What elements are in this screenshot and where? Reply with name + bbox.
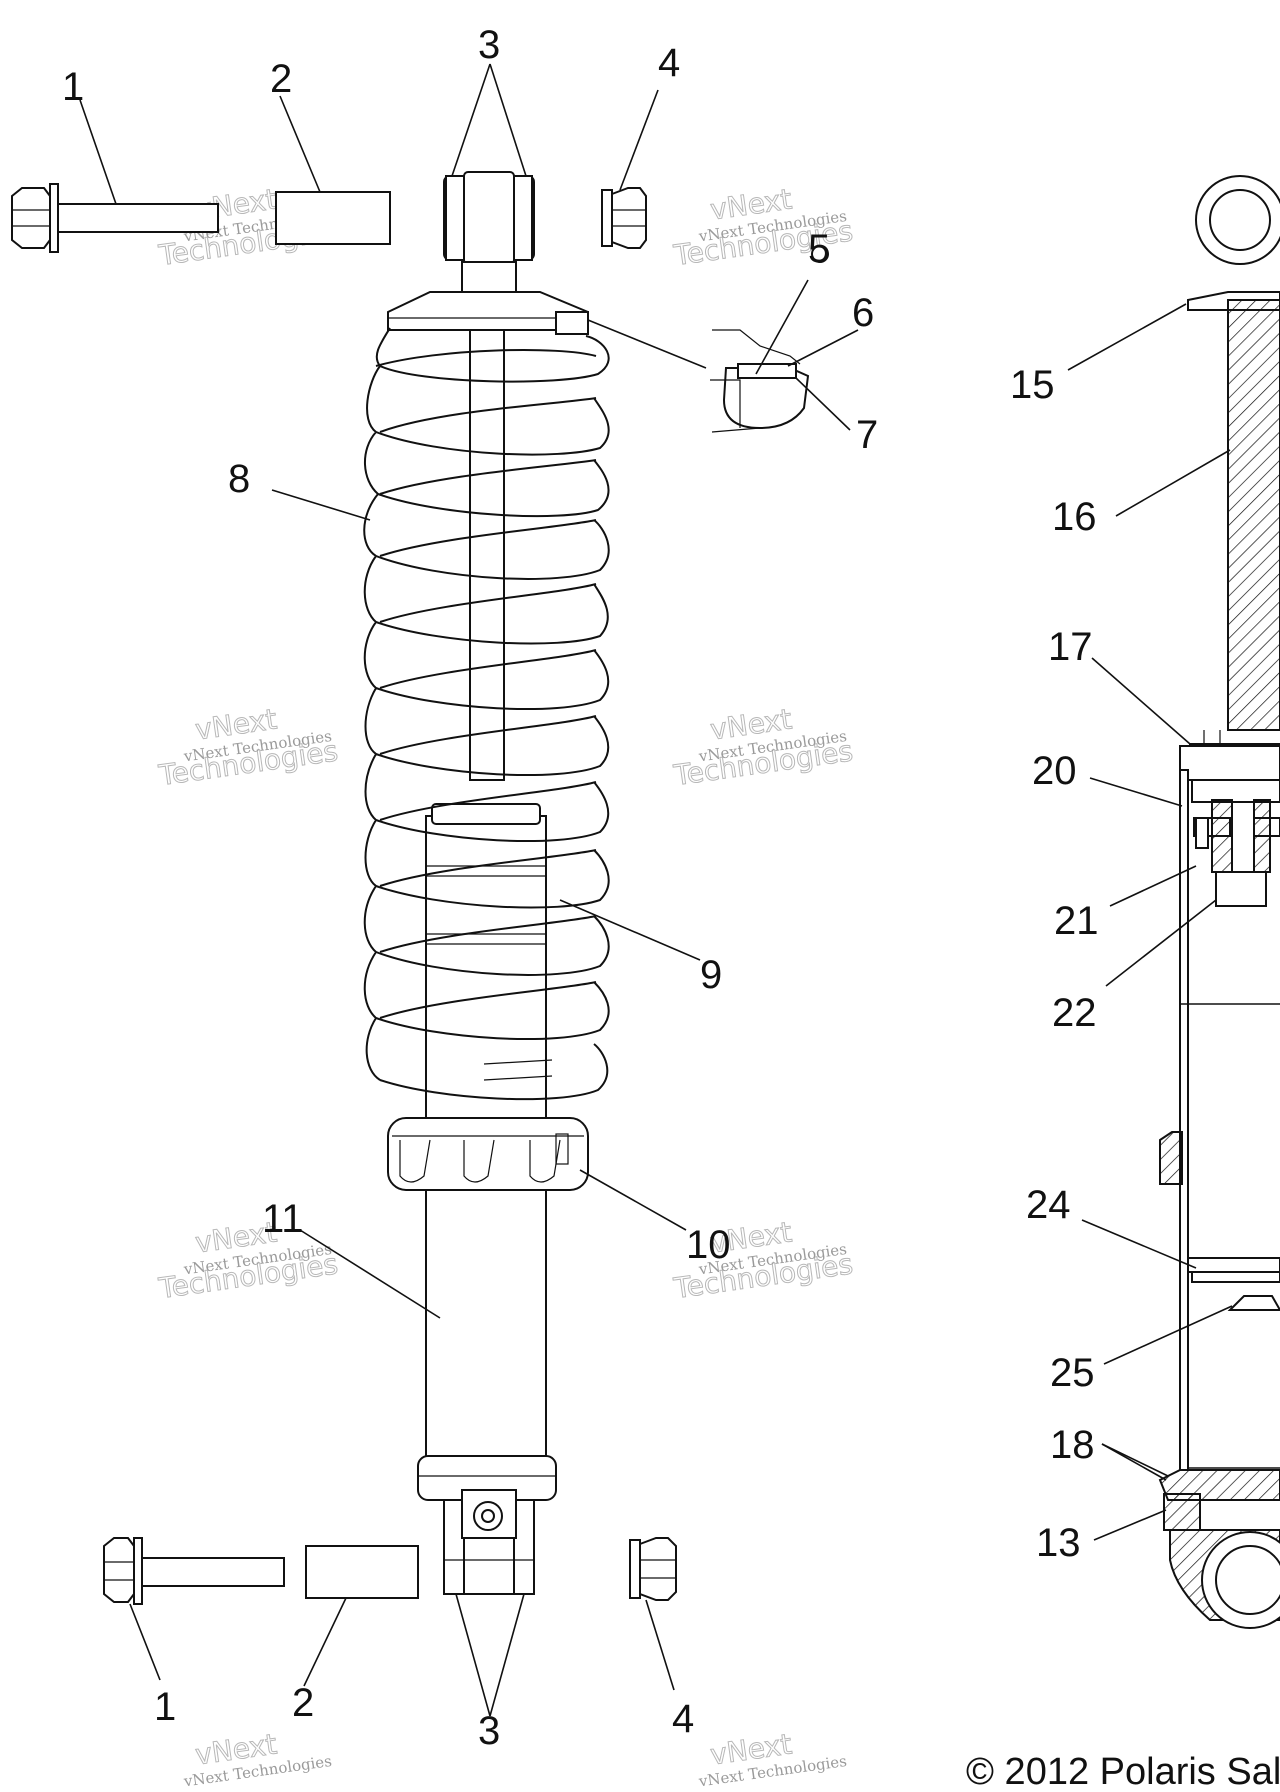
seal-detail-inset [710, 245, 829, 433]
watermark: vNext Technologies vNext [697, 1727, 848, 1791]
callout-4-bottom: 4 [672, 1697, 694, 1741]
top-nut [601, 187, 647, 249]
callout-15: 15 [1010, 363, 1055, 407]
leader-lines [79, 63, 1233, 1717]
watermark: Technologies vNext vNext Technologies [671, 702, 856, 793]
coil-spring [363, 327, 610, 1101]
callout-17: 17 [1048, 625, 1093, 669]
callout-25: 25 [1050, 1351, 1095, 1395]
callout-6: 6 [852, 291, 874, 335]
callout-labels: 1 2 3 4 5 6 7 8 9 10 11 1 2 3 4 15 16 17… [62, 23, 1099, 1753]
callout-3-bottom: 3 [478, 1709, 500, 1753]
callout-1-bottom: 1 [154, 1685, 176, 1729]
watermark: vNext Technologies vNext [182, 1727, 333, 1791]
watermark: Technologies vNext vNext Technologies [671, 182, 856, 273]
callout-4-top: 4 [658, 41, 680, 85]
shock-assembly [363, 171, 610, 1595]
callout-1-top: 1 [62, 65, 84, 109]
callout-7: 7 [856, 413, 878, 457]
callout-2-top: 2 [270, 57, 292, 101]
callout-18: 18 [1050, 1423, 1095, 1467]
watermark: Technologies vNext vNext Technologies [156, 702, 341, 793]
callout-16: 16 [1052, 495, 1097, 539]
copyright-notice: © 2012 Polaris Sale [966, 1751, 1280, 1792]
callout-11: 11 [262, 1197, 304, 1241]
callout-3-top: 3 [478, 23, 500, 67]
callout-24: 24 [1026, 1183, 1071, 1227]
callout-9: 9 [700, 953, 722, 997]
callout-2-bottom: 2 [292, 1681, 314, 1725]
callout-22: 22 [1052, 991, 1097, 1035]
callout-21: 21 [1054, 899, 1099, 943]
bottom-bolt [103, 1537, 285, 1605]
top-bolt [11, 183, 219, 253]
bottom-spacer [305, 1545, 419, 1599]
callout-10: 10 [686, 1223, 731, 1267]
watermark: Technologies vNext vNext Technologies [156, 1215, 341, 1306]
callout-13: 13 [1036, 1521, 1081, 1565]
callout-5: 5 [808, 227, 830, 271]
top-spacer [275, 191, 391, 245]
callout-8: 8 [228, 457, 250, 501]
bottom-nut [629, 1537, 677, 1601]
callout-20: 20 [1032, 749, 1077, 793]
cutaway-section-view [1158, 175, 1280, 1629]
